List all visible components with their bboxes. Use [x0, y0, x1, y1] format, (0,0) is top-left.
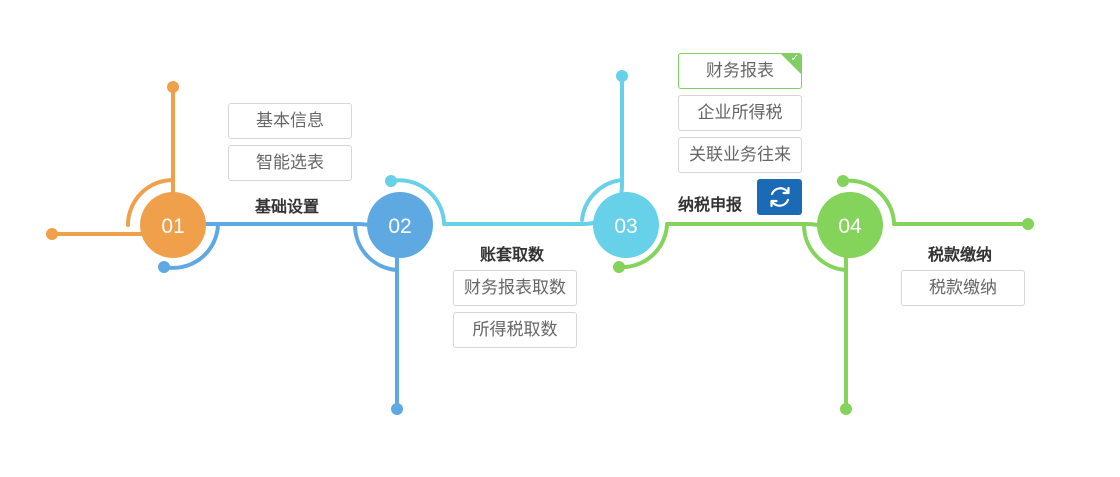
- step-04-number: 04: [838, 215, 862, 238]
- step-03-ring-arc-upper: [580, 178, 624, 222]
- dot-02-top: [385, 175, 397, 187]
- refresh-button[interactable]: [757, 179, 802, 215]
- step-04-ring-arc-upper: [841, 178, 896, 224]
- step-02-item-report-fetch[interactable]: 财务报表取数: [453, 270, 577, 306]
- step-01-ring-arc: [126, 178, 175, 227]
- step-02-ring-arc-upper: [389, 178, 446, 224]
- dot-03-bottom: [613, 261, 625, 273]
- step-02-number: 02: [388, 215, 411, 238]
- step-03-item-corporate-income-tax[interactable]: 企业所得税: [678, 95, 802, 131]
- step-03-number: 03: [614, 215, 637, 238]
- step-03-title: 纳税申报: [678, 195, 743, 214]
- done-corner-badge: [781, 54, 801, 74]
- step-01-title: 基础设置: [255, 197, 320, 216]
- dot-03-top: [616, 70, 628, 82]
- step-03-item-financial-report[interactable]: 财务报表 ✓: [678, 53, 802, 89]
- step-04-circle: [817, 192, 883, 258]
- dot-04-top: [837, 175, 849, 187]
- step-01-node[interactable]: 01: [140, 192, 206, 258]
- step-04-title: 税款缴纳: [928, 245, 993, 264]
- refresh-icon: [770, 186, 790, 208]
- dot-01-top: [167, 81, 179, 93]
- connector-02-03: [442, 74, 624, 226]
- step-03-node[interactable]: 03: [593, 192, 659, 258]
- step-01-item-smart-select[interactable]: 智能选表: [228, 145, 352, 181]
- step-03-circle: [593, 192, 659, 258]
- step-02-item-tax-fetch[interactable]: 所得税取数: [453, 312, 577, 348]
- dot-01-left: [46, 228, 58, 240]
- step-02-circle: [367, 192, 433, 258]
- step-03-item-related-transactions[interactable]: 关联业务往来: [678, 137, 802, 173]
- step-01-item-basic-info[interactable]: 基本信息: [228, 103, 352, 139]
- check-icon: ✓: [790, 53, 799, 64]
- step-01-ring-arc-lower: [162, 223, 220, 270]
- step-03-ring-arc-lower: [617, 223, 669, 270]
- dot-04-bottom: [840, 403, 852, 415]
- dot-01-bottom: [158, 261, 170, 273]
- dot-02-bottom: [391, 403, 403, 415]
- step-02-node[interactable]: 02: [367, 192, 433, 258]
- step-02-title: 账套取数: [480, 245, 545, 264]
- step-02-ring-arc-lower: [352, 223, 399, 272]
- step-04-item-tax-payment[interactable]: 税款缴纳: [901, 270, 1025, 306]
- step-01-circle: [140, 192, 206, 258]
- step-04-node[interactable]: 04: [817, 192, 883, 258]
- step-04-ring-arc-lower: [801, 223, 848, 272]
- step-03-item-financial-report-label: 财务报表: [706, 61, 774, 81]
- step-01-number: 01: [161, 215, 184, 238]
- dot-04-right: [1022, 218, 1034, 230]
